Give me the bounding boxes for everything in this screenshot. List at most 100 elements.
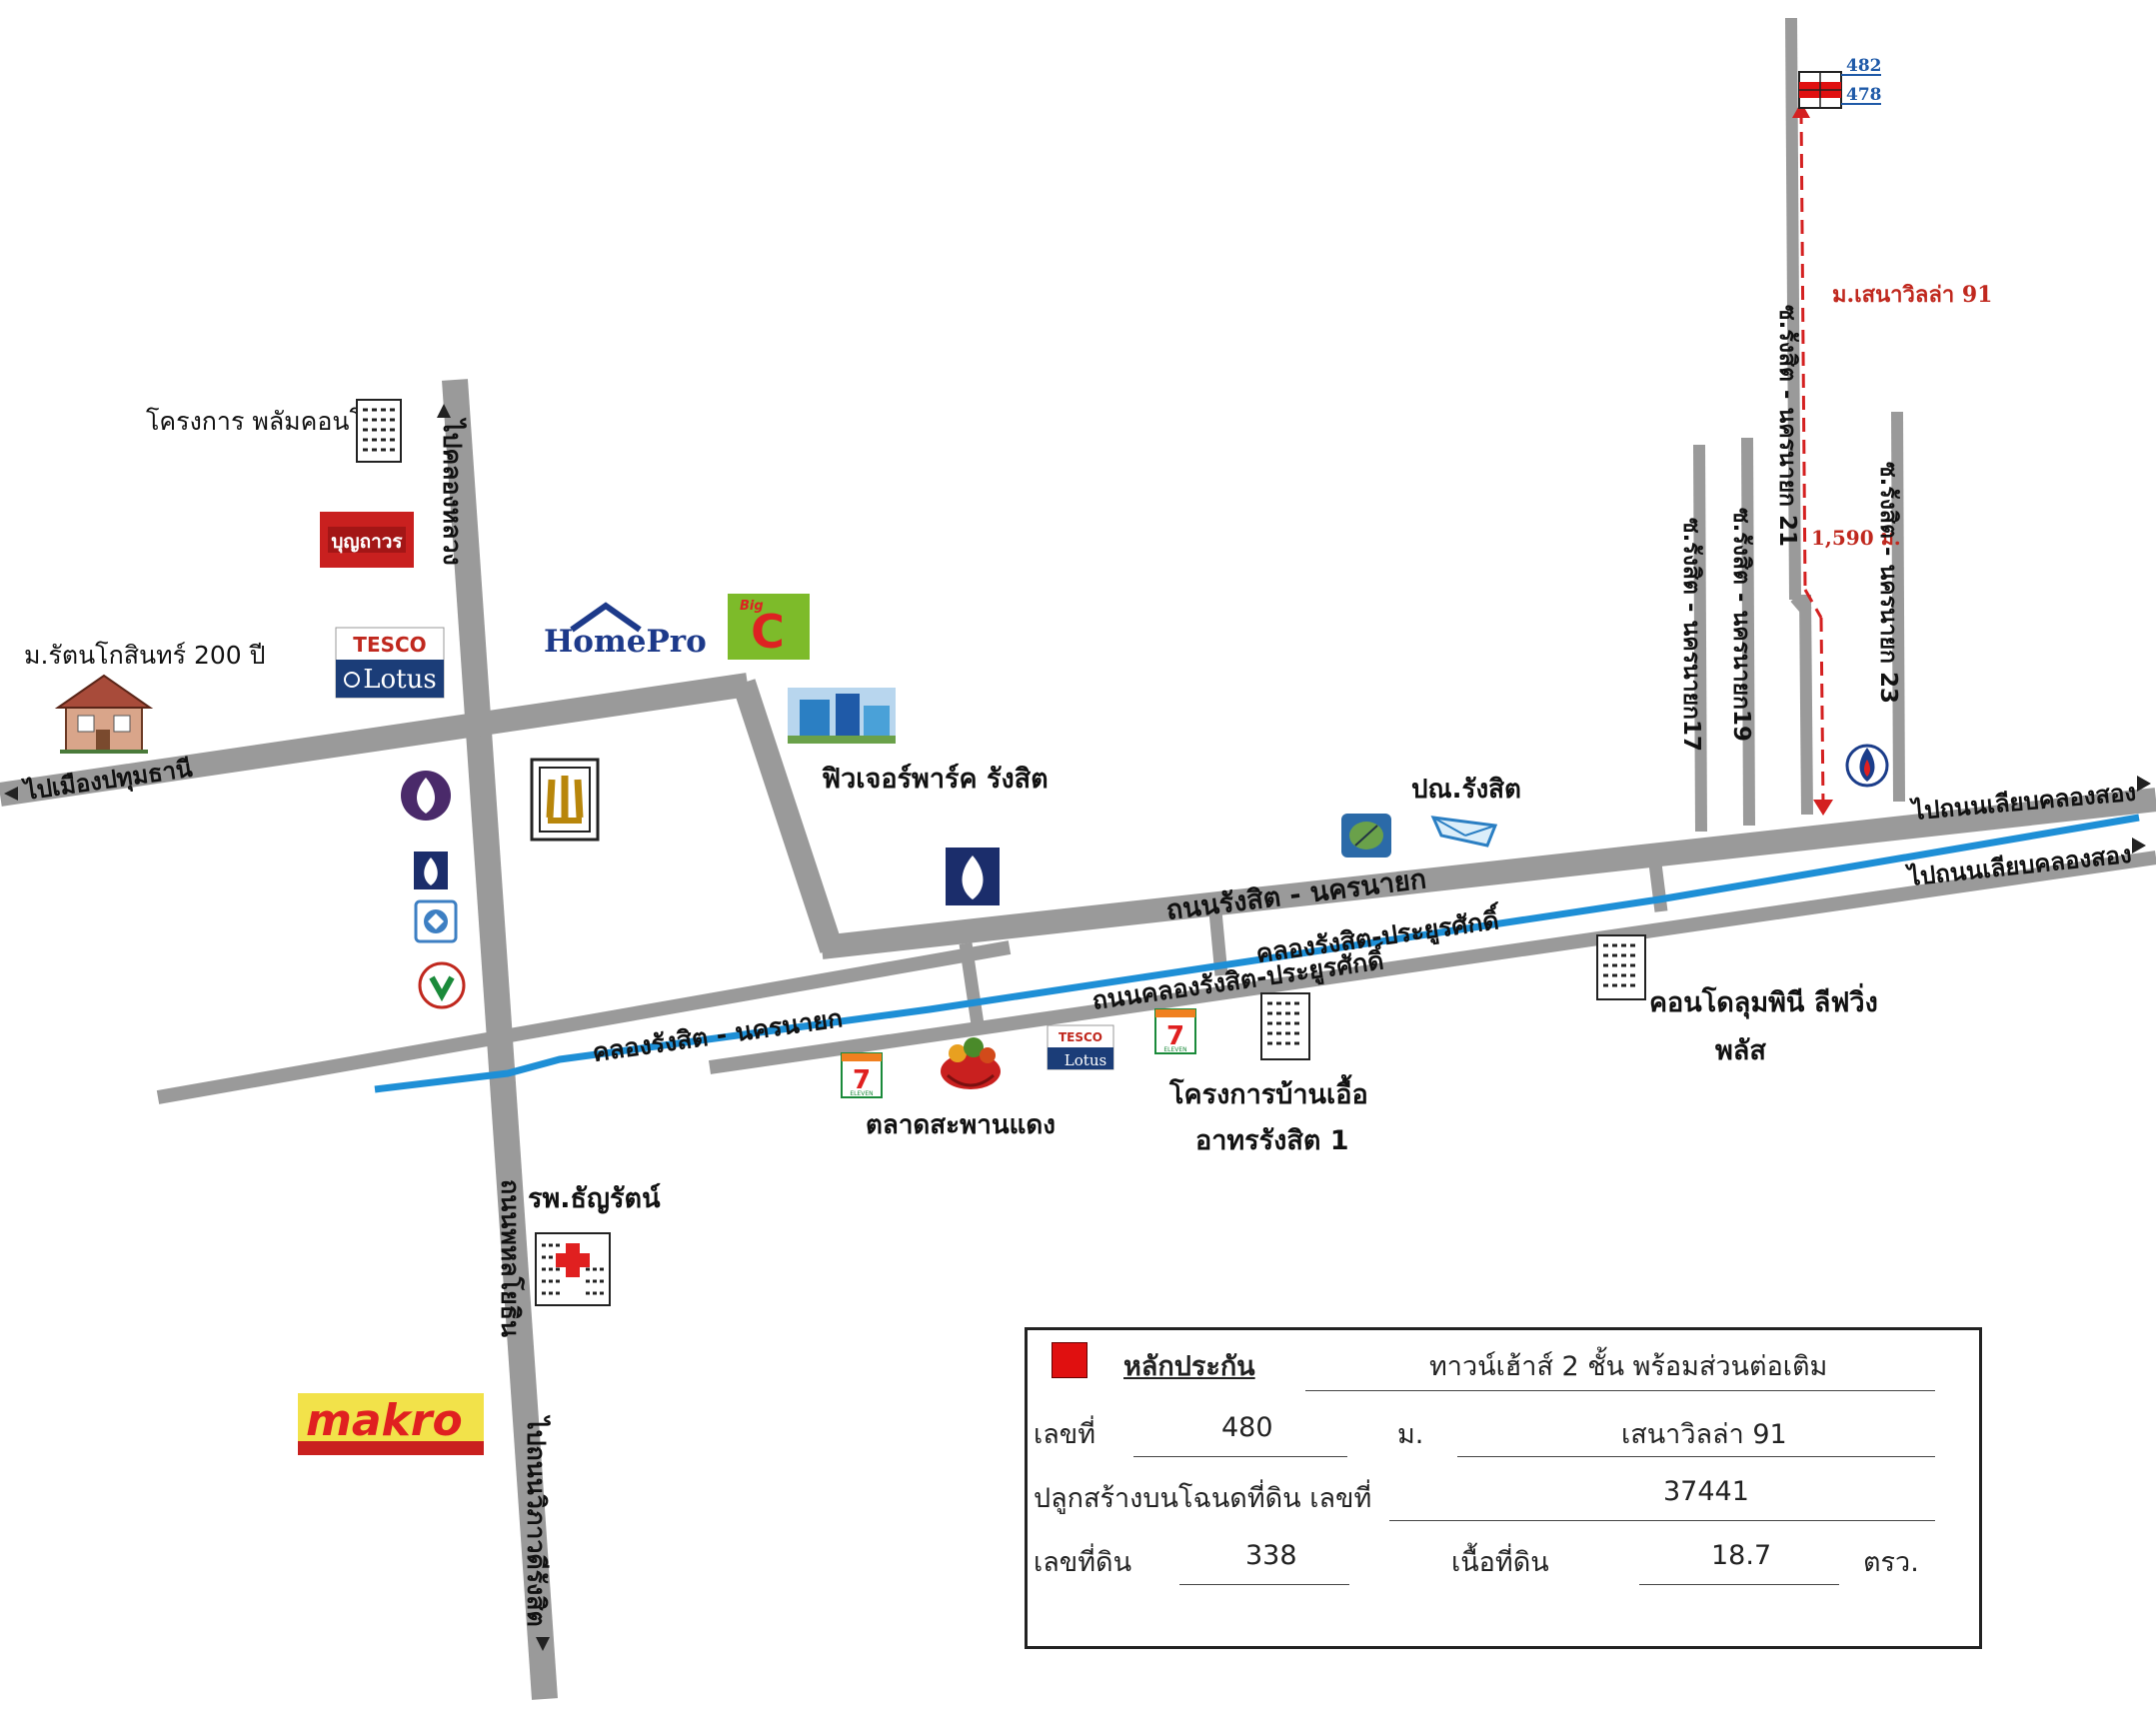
seven-eleven-word: ELEVEN	[850, 1090, 873, 1097]
deed-label: ปลูกสร้างบนโฉนดที่ดิน เลขที่	[1034, 1483, 1372, 1514]
soi-21-bend	[1790, 594, 1812, 616]
palm-condo-building-icon	[356, 399, 402, 463]
land-no-label: เลขที่ดิน	[1034, 1547, 1132, 1578]
village-label: ม.เสนาวิลล่า 91	[1832, 282, 1992, 308]
underline-property-type	[1305, 1390, 1935, 1391]
bigc-small-text: Big	[740, 599, 764, 614]
label-future-park: ฟิวเจอร์พาร์ค รังสิต	[822, 763, 1049, 795]
arrow-east-upper-icon	[2137, 776, 2151, 792]
house-icon	[54, 674, 154, 754]
post-office-icon	[1430, 816, 1498, 848]
collateral-marker: 482 478	[1798, 56, 1882, 109]
house-no-value: 480	[1221, 1412, 1273, 1443]
ptt-station-icon	[1845, 744, 1889, 788]
label-soi-21: ซ.รังสิต - นครนายก 21	[1774, 305, 1800, 547]
underline-area	[1639, 1584, 1839, 1585]
bunthavorn-logo: บุญถาวร	[320, 512, 414, 568]
label-thanyarat-hospital: รพ.ธัญรัตน์	[528, 1182, 661, 1214]
road-to-pathumthani	[0, 673, 750, 807]
tesco-lotus-logo: TESCO Lotus	[1047, 1024, 1114, 1070]
bigc-letter: C	[751, 605, 785, 659]
kasikorn-bank-icon	[418, 961, 466, 1009]
label-soi-19: ซ.รังสิต - นครนายก19	[1728, 508, 1754, 742]
legend-label: หลักประกัน	[1123, 1351, 1255, 1382]
market-basket-icon	[941, 1037, 1001, 1089]
bunthavorn-text: บุญถาวร	[331, 531, 403, 554]
soi-21-lower	[1799, 594, 1813, 816]
makro-logo: makro	[298, 1393, 484, 1455]
property-type: ทาวน์เฮ้าส์ 2 ชั้น พร้อมส่วนต่อเติม	[1429, 1351, 1828, 1382]
seven-eleven-icon: 7 ELEVEN	[1154, 1008, 1196, 1054]
lotus-text: Lotus	[363, 665, 436, 695]
road-klong	[708, 851, 2156, 1074]
lotus-text: Lotus	[1065, 1051, 1106, 1069]
hospital-icon	[535, 1232, 611, 1306]
label-post-office: ปณ.รังสิต	[1411, 775, 1521, 805]
label-main-road: ถนนรังสิต - นครนายก	[1164, 863, 1428, 926]
bigc-logo: Big C	[728, 594, 810, 660]
label-palm-condo: โครงการ พลัมคอนโด	[146, 407, 379, 436]
soi-17	[1693, 444, 1707, 833]
collateral-info-box: หลักประกัน ทาวน์เฮ้าส์ 2 ชั้น พร้อมส่วนต…	[1025, 1327, 1982, 1649]
label-to-pathumthani: ไปเมืองปทุมธานี	[20, 754, 195, 809]
label-to-vibhavadi: ไปถนนวิภาวดีรังสิต	[522, 1414, 552, 1627]
route-distance: 1,590 ม.	[1811, 526, 1901, 550]
future-park-mall-icon	[788, 688, 896, 744]
house-no-label: เลขที่	[1034, 1419, 1096, 1450]
underline-house-no	[1133, 1456, 1347, 1457]
land-no-value: 338	[1245, 1540, 1297, 1571]
village-value: เสนาวิลล่า 91	[1621, 1419, 1787, 1450]
underline-village	[1457, 1456, 1935, 1457]
label-rattanakosin: ม.รัตนโกสินทร์ 200 ปี	[24, 641, 265, 670]
label-to-khlong-luang: ไปคลองหลวง	[438, 417, 468, 566]
village-label: ม.	[1397, 1419, 1424, 1450]
tesco-text: TESCO	[353, 633, 426, 657]
canal-rangsit	[374, 814, 2140, 1093]
house-number-478: 478	[1846, 85, 1882, 105]
condo-building-icon	[1596, 934, 1646, 1000]
area-unit: ตรว.	[1863, 1547, 1919, 1578]
seven-eleven-word: ELEVEN	[1163, 1046, 1186, 1053]
homepro-text: HomePro	[544, 624, 707, 660]
makro-text: makro	[306, 1395, 463, 1446]
underline-deed	[1389, 1520, 1935, 1521]
label-baan-ua-line1: โครงการบ้านเอื้อ	[1168, 1073, 1368, 1110]
route-to-collateral	[1792, 102, 1833, 816]
label-baan-ua-line2: อาทรรังสิต 1	[1195, 1125, 1349, 1156]
collateral-legend-icon	[1052, 1342, 1087, 1378]
road-connector-futurepark	[732, 679, 844, 953]
underline-land-no	[1179, 1584, 1349, 1585]
label-lumpini-line1: คอนโดลุมพินี ลีฟวิ่ง	[1649, 982, 1878, 1019]
forest-emblem-icon	[1341, 814, 1391, 858]
bangkok-bank-icon	[946, 848, 1000, 905]
seven-eleven-icon: 7 ELEVEN	[841, 1052, 883, 1098]
soi-23	[1891, 411, 1905, 803]
road-rangsit-nakhonnayok	[820, 788, 2156, 959]
arrow-north-icon	[437, 404, 451, 418]
deed-value: 37441	[1663, 1476, 1749, 1507]
label-saphan-daeng: ตลาดสะพานแดง	[866, 1110, 1056, 1140]
thai-temple-sign-icon	[530, 758, 600, 842]
seven-eleven-number: 7	[853, 1065, 871, 1095]
krungthep-bank-icon	[414, 852, 448, 889]
road-network	[0, 17, 2156, 1700]
label-lumpini-line2: พลัส	[1715, 1035, 1766, 1066]
area-value: 18.7	[1711, 1540, 1772, 1571]
krungsri-bank-icon	[401, 771, 451, 821]
road-lower-west	[156, 940, 1012, 1104]
tesco-text: TESCO	[1059, 1030, 1102, 1044]
area-label: เนื้อที่ดิน	[1451, 1547, 1549, 1578]
gsb-bank-icon	[414, 899, 458, 943]
arrow-south-icon	[536, 1637, 550, 1651]
soi-21-upper	[1785, 17, 1801, 601]
label-soi-17: ซ.รังสิต - นครนายก17	[1678, 518, 1704, 752]
arrow-west-icon	[4, 787, 18, 801]
condo-building-icon	[1260, 992, 1310, 1060]
seven-eleven-number: 7	[1166, 1021, 1184, 1051]
soi-19	[1741, 437, 1755, 827]
label-soi-23: ซ.รังสิต - นครนายก 23	[1875, 462, 1901, 704]
label-phahonyothin: ถนนพหลโยธิน	[496, 1179, 526, 1337]
tesco-lotus-logo: TESCO Lotus	[335, 627, 445, 699]
house-number-482: 482	[1846, 56, 1882, 76]
